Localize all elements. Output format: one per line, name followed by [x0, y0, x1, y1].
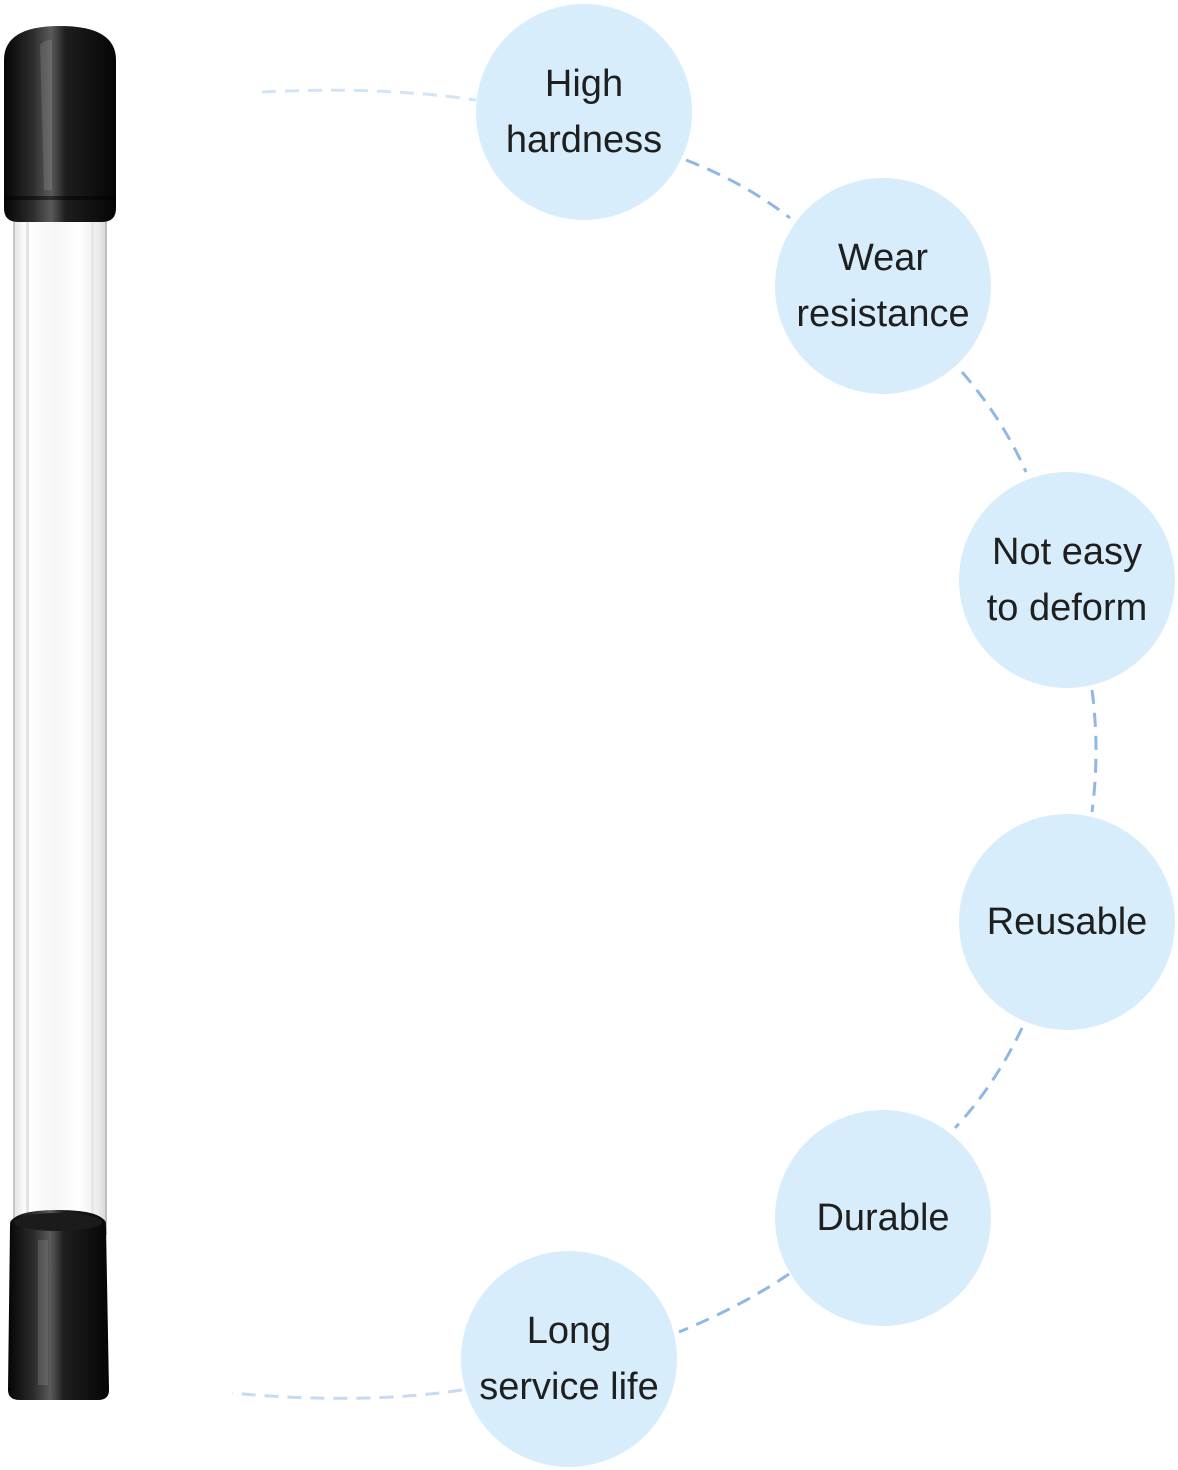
connector-segment [1090, 689, 1098, 813]
connector-arc [231, 88, 1098, 1400]
feature-label: Not easy to deform [986, 531, 1148, 629]
connector-segment [685, 158, 791, 220]
tube [13, 205, 107, 1235]
feature-circle-not-easy-to-deform: Not easy to deform [959, 472, 1175, 688]
top-end-cap [4, 26, 116, 222]
feature-circle-wear-resistance: Wear resistance [775, 178, 991, 394]
feature-label: High hardness [505, 63, 663, 161]
connector-segment [261, 88, 477, 102]
connector-segment [231, 1388, 463, 1400]
feature-circle-high-hardness: High hardness [476, 4, 692, 220]
bottom-end-cap [8, 1210, 109, 1400]
feature-label: Long service life [479, 1310, 659, 1408]
connector-segment [678, 1272, 790, 1334]
connector-segment [953, 1027, 1024, 1130]
connector-segment [960, 371, 1028, 473]
feature-label: Reusable [986, 901, 1148, 943]
feature-circle-durable: Durable [775, 1110, 991, 1326]
feature-circle-long-service-life: Long service life [461, 1251, 677, 1467]
feature-label: Wear resistance [796, 237, 970, 335]
feature-circle-reusable: Reusable [959, 814, 1175, 1030]
feature-label: Durable [816, 1197, 950, 1239]
